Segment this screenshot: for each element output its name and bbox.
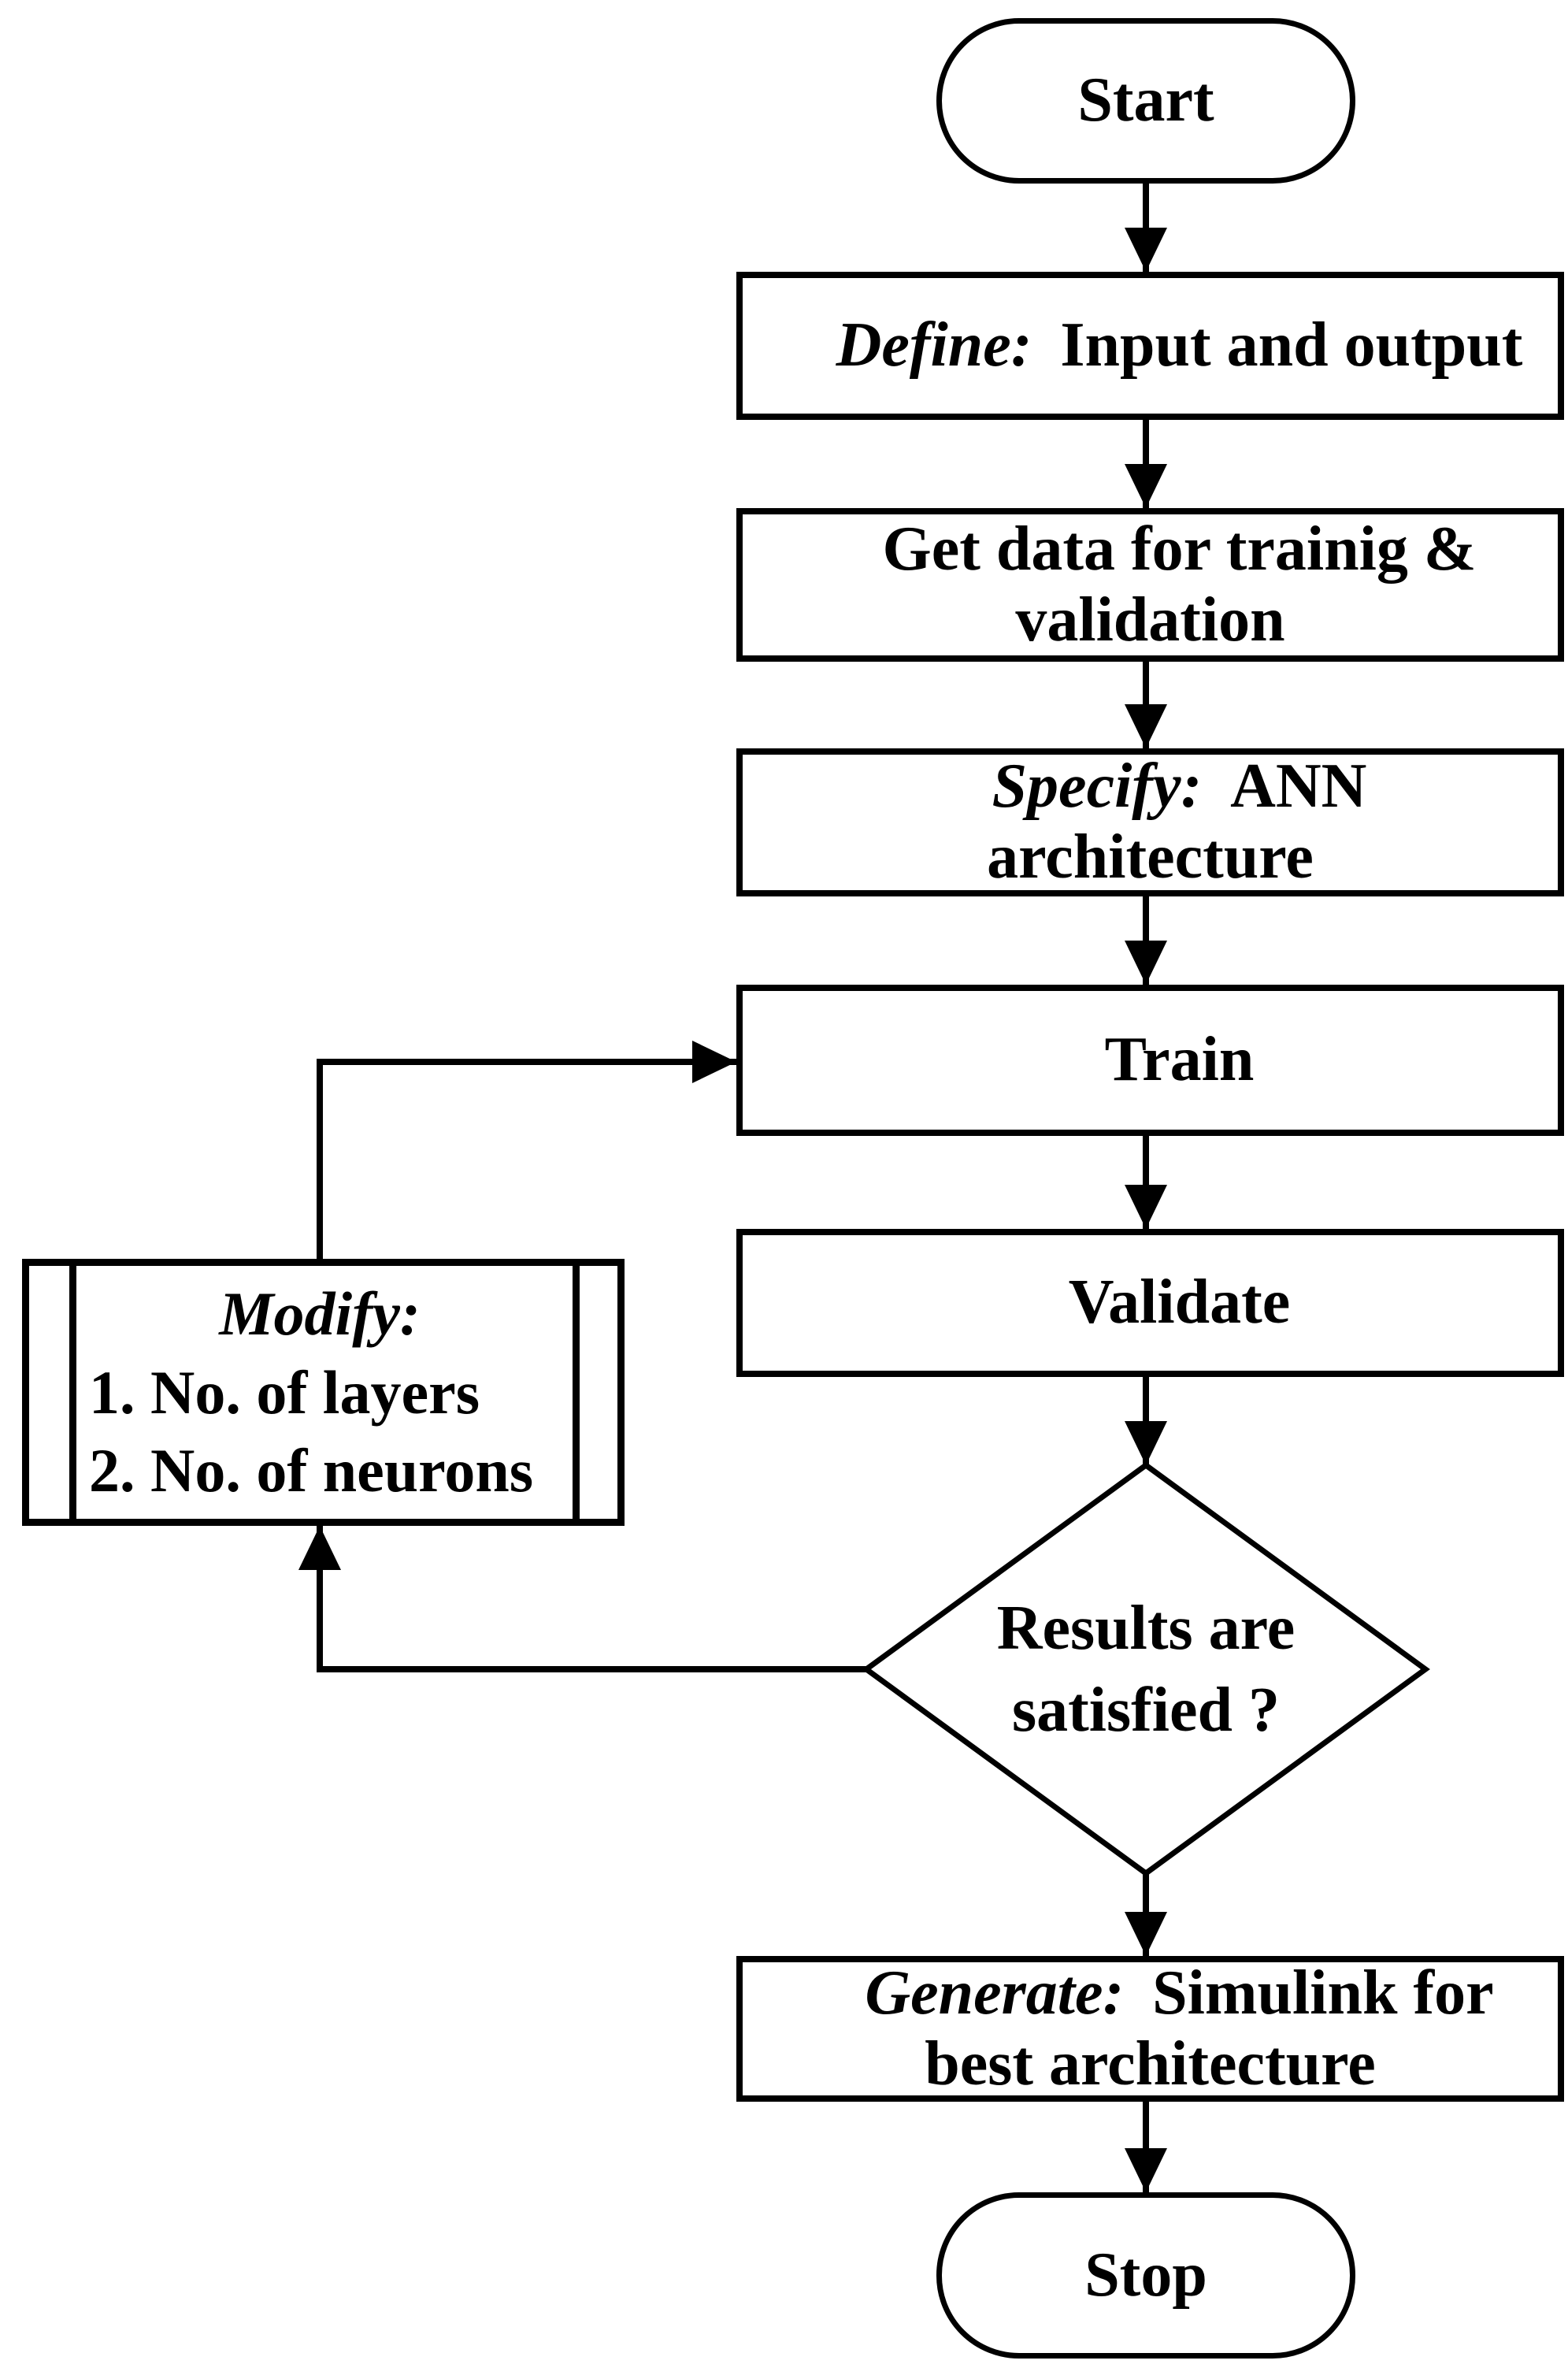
stop-node: Stop bbox=[936, 2192, 1355, 2359]
decision-diamond-shape bbox=[862, 1461, 1430, 1877]
train-node: Train bbox=[736, 985, 1564, 1136]
define-node: Define: Input and output bbox=[736, 272, 1564, 420]
get-data-label: Get data for trainig & validation bbox=[882, 514, 1477, 655]
modify-title: Modify: bbox=[219, 1279, 421, 1348]
decision-node: Results are satisfied ? bbox=[866, 1465, 1425, 1873]
predefined-process-bar-left-icon bbox=[69, 1266, 76, 1519]
define-label: Input and output bbox=[1060, 310, 1523, 380]
generate-label: Simulink for best architecture bbox=[925, 1958, 1494, 2099]
modify-item-neurons: 2. No. of neurons bbox=[89, 1436, 534, 1505]
generate-node: Generate:Simulink for best architecture bbox=[736, 1956, 1564, 2102]
decision-label: Results are satisfied ? bbox=[996, 1594, 1296, 1745]
predefined-process-bar-right-icon bbox=[573, 1266, 580, 1519]
define-prefix-label: Define: bbox=[836, 310, 1032, 380]
modify-node: Modify: 1. No. of layers 2. No. of neuro… bbox=[22, 1259, 625, 1526]
specify-node: Specify:ANN architecture bbox=[736, 748, 1564, 896]
validate-label: Validate bbox=[1068, 1267, 1291, 1338]
specify-prefix-label: Specify: bbox=[992, 752, 1203, 822]
start-label: Start bbox=[1077, 65, 1214, 135]
train-label: Train bbox=[1104, 1025, 1255, 1095]
stop-label: Stop bbox=[1084, 2240, 1207, 2310]
generate-prefix-label: Generate: bbox=[865, 1958, 1125, 2028]
validate-node: Validate bbox=[736, 1229, 1564, 1377]
get-data-node: Get data for trainig & validation bbox=[736, 508, 1564, 662]
specify-label: ANN architecture bbox=[987, 752, 1367, 892]
start-node: Start bbox=[936, 18, 1355, 184]
modify-item-layers: 1. No. of layers bbox=[89, 1357, 480, 1427]
arrow-decision-modify bbox=[298, 1526, 866, 1672]
arrow-modify-train bbox=[317, 1041, 736, 1259]
